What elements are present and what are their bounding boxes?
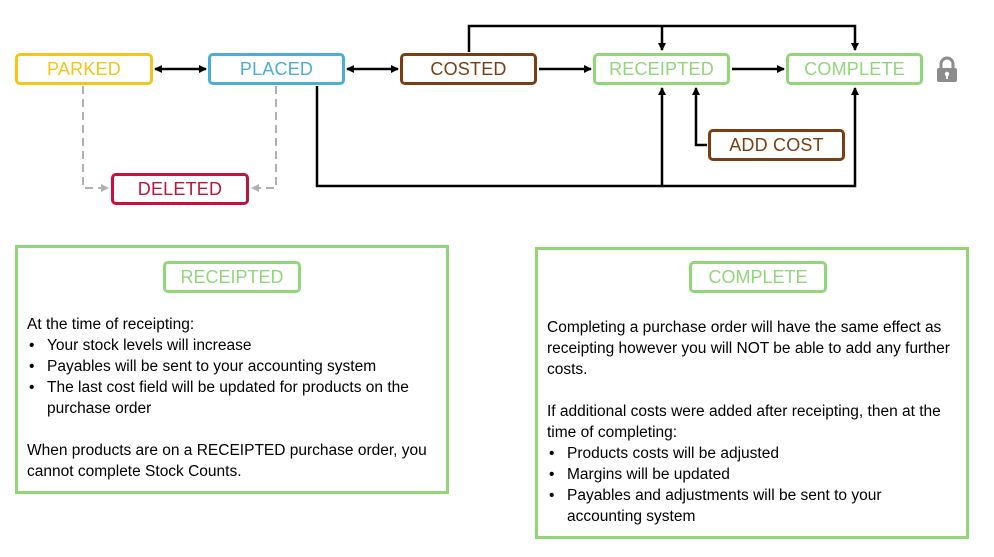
status-receipted: RECEIPTED xyxy=(593,53,730,85)
list-item: •The last cost field will be updated for… xyxy=(29,379,409,417)
list-item: •Payables and adjustments will be sent t… xyxy=(549,487,882,525)
receipted-bullet-list: •Your stock levels will increase •Payabl… xyxy=(27,335,437,419)
status-add-cost: ADD COST xyxy=(708,129,845,161)
complete-panel-title: COMPLETE xyxy=(689,261,827,293)
status-receipted-label: RECEIPTED xyxy=(609,58,714,79)
arrow-parked-deleted xyxy=(82,86,109,192)
status-costed-label: COSTED xyxy=(430,58,507,79)
arrow-placed-bottom-complete xyxy=(315,86,859,188)
status-deleted: DELETED xyxy=(111,173,249,205)
receipted-panel-title-text: RECEIPTED xyxy=(180,266,284,287)
complete-intro-additional: If additional costs were added after rec… xyxy=(547,403,941,441)
list-item: •Products costs will be adjusted xyxy=(549,445,779,462)
complete-panel-title-text: COMPLETE xyxy=(708,266,808,287)
arrow-placed-deleted xyxy=(251,86,277,192)
list-item: •Payables will be sent to your accountin… xyxy=(29,358,377,375)
list-item: •Your stock levels will increase xyxy=(29,337,252,354)
complete-panel-body: Completing a purchase order will have th… xyxy=(547,317,957,527)
receipted-panel-title: RECEIPTED xyxy=(163,261,301,293)
status-placed: PLACED xyxy=(208,53,345,85)
complete-info-panel xyxy=(535,247,969,539)
receipted-intro: At the time of receipting: xyxy=(27,316,195,333)
receipted-panel-body: At the time of receipting: •Your stock l… xyxy=(27,314,437,482)
status-complete: COMPLETE xyxy=(786,53,923,85)
complete-bullet-list: •Products costs will be adjusted •Margin… xyxy=(547,443,957,527)
status-complete-label: COMPLETE xyxy=(804,58,905,79)
status-costed: COSTED xyxy=(400,53,537,85)
flow-connectors xyxy=(82,24,859,192)
status-parked-label: PARKED xyxy=(47,58,121,79)
list-item: •Margins will be updated xyxy=(549,466,730,483)
status-placed-label: PLACED xyxy=(239,58,314,79)
status-deleted-label: DELETED xyxy=(137,178,223,199)
status-add-cost-label: ADD COST xyxy=(729,134,824,155)
arrow-addcost-receipted xyxy=(692,87,707,147)
padlock-icon xyxy=(937,56,957,82)
complete-intro: Completing a purchase order will have th… xyxy=(547,319,950,378)
status-parked: PARKED xyxy=(15,53,153,85)
receipted-note: When products are on a RECEIPTED purchas… xyxy=(27,442,427,480)
